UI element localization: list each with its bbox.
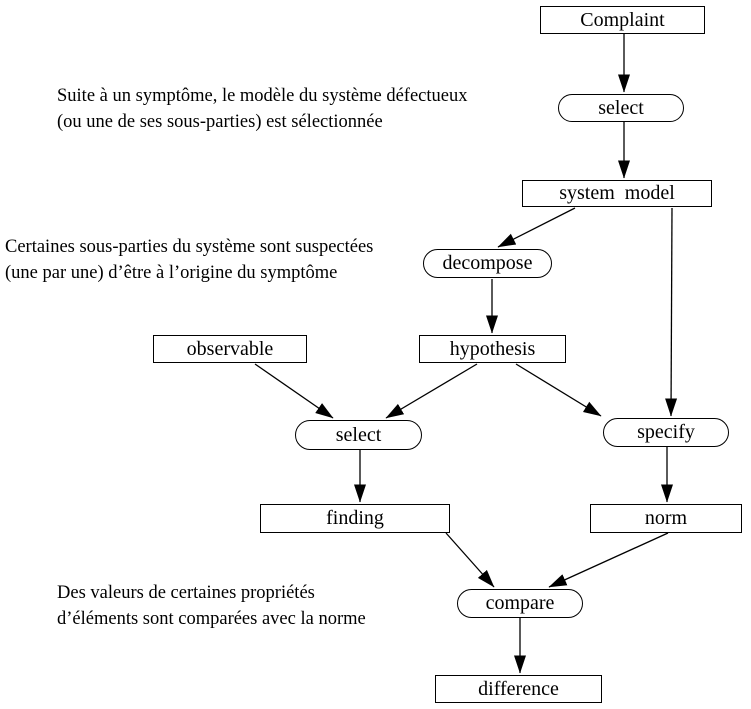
edge-hypothesis-select [385, 363, 478, 419]
annotation-line: Certaines sous-parties du système sont s… [5, 237, 374, 257]
node-finding: finding [260, 504, 450, 533]
node-decompose: decompose [423, 249, 552, 278]
annotation-select-model: Suite à un symptôme, le modèle du systèm… [57, 83, 468, 135]
annotation-line: Suite à un symptôme, le modèle du systèm… [57, 86, 468, 106]
node-norm: norm [590, 504, 742, 533]
edge-systemmodel-decompose [497, 207, 576, 248]
annotation-suspect-subparts: Certaines sous-parties du système sont s… [5, 234, 373, 286]
edge-systemmodel-specify [665, 207, 678, 417]
annotation-compare-norm: Des valeurs de certaines propriétés d’él… [57, 580, 366, 632]
annotation-line: (ou une de ses sous-parties) est sélecti… [57, 112, 383, 132]
annotation-line: d’éléments sont comparées avec la norme [57, 609, 366, 629]
node-select-top: select [558, 94, 684, 122]
node-difference: difference [435, 675, 602, 703]
edge-observable-select [254, 363, 334, 419]
node-complaint: Complaint [540, 6, 705, 34]
edge-hypothesis-specify [515, 363, 602, 417]
node-system-model: system model [522, 180, 712, 207]
edge-norm-compare [548, 532, 669, 588]
node-specify: specify [603, 418, 729, 447]
annotation-line: Des valeurs de certaines propriétés [57, 583, 315, 603]
node-select-mid: select [295, 420, 422, 450]
node-compare: compare [457, 589, 583, 618]
annotation-line: (une par une) d’être à l’origine du symp… [5, 263, 338, 283]
node-hypothesis: hypothesis [419, 335, 566, 363]
node-observable: observable [153, 335, 307, 363]
edge-finding-compare [445, 532, 495, 588]
